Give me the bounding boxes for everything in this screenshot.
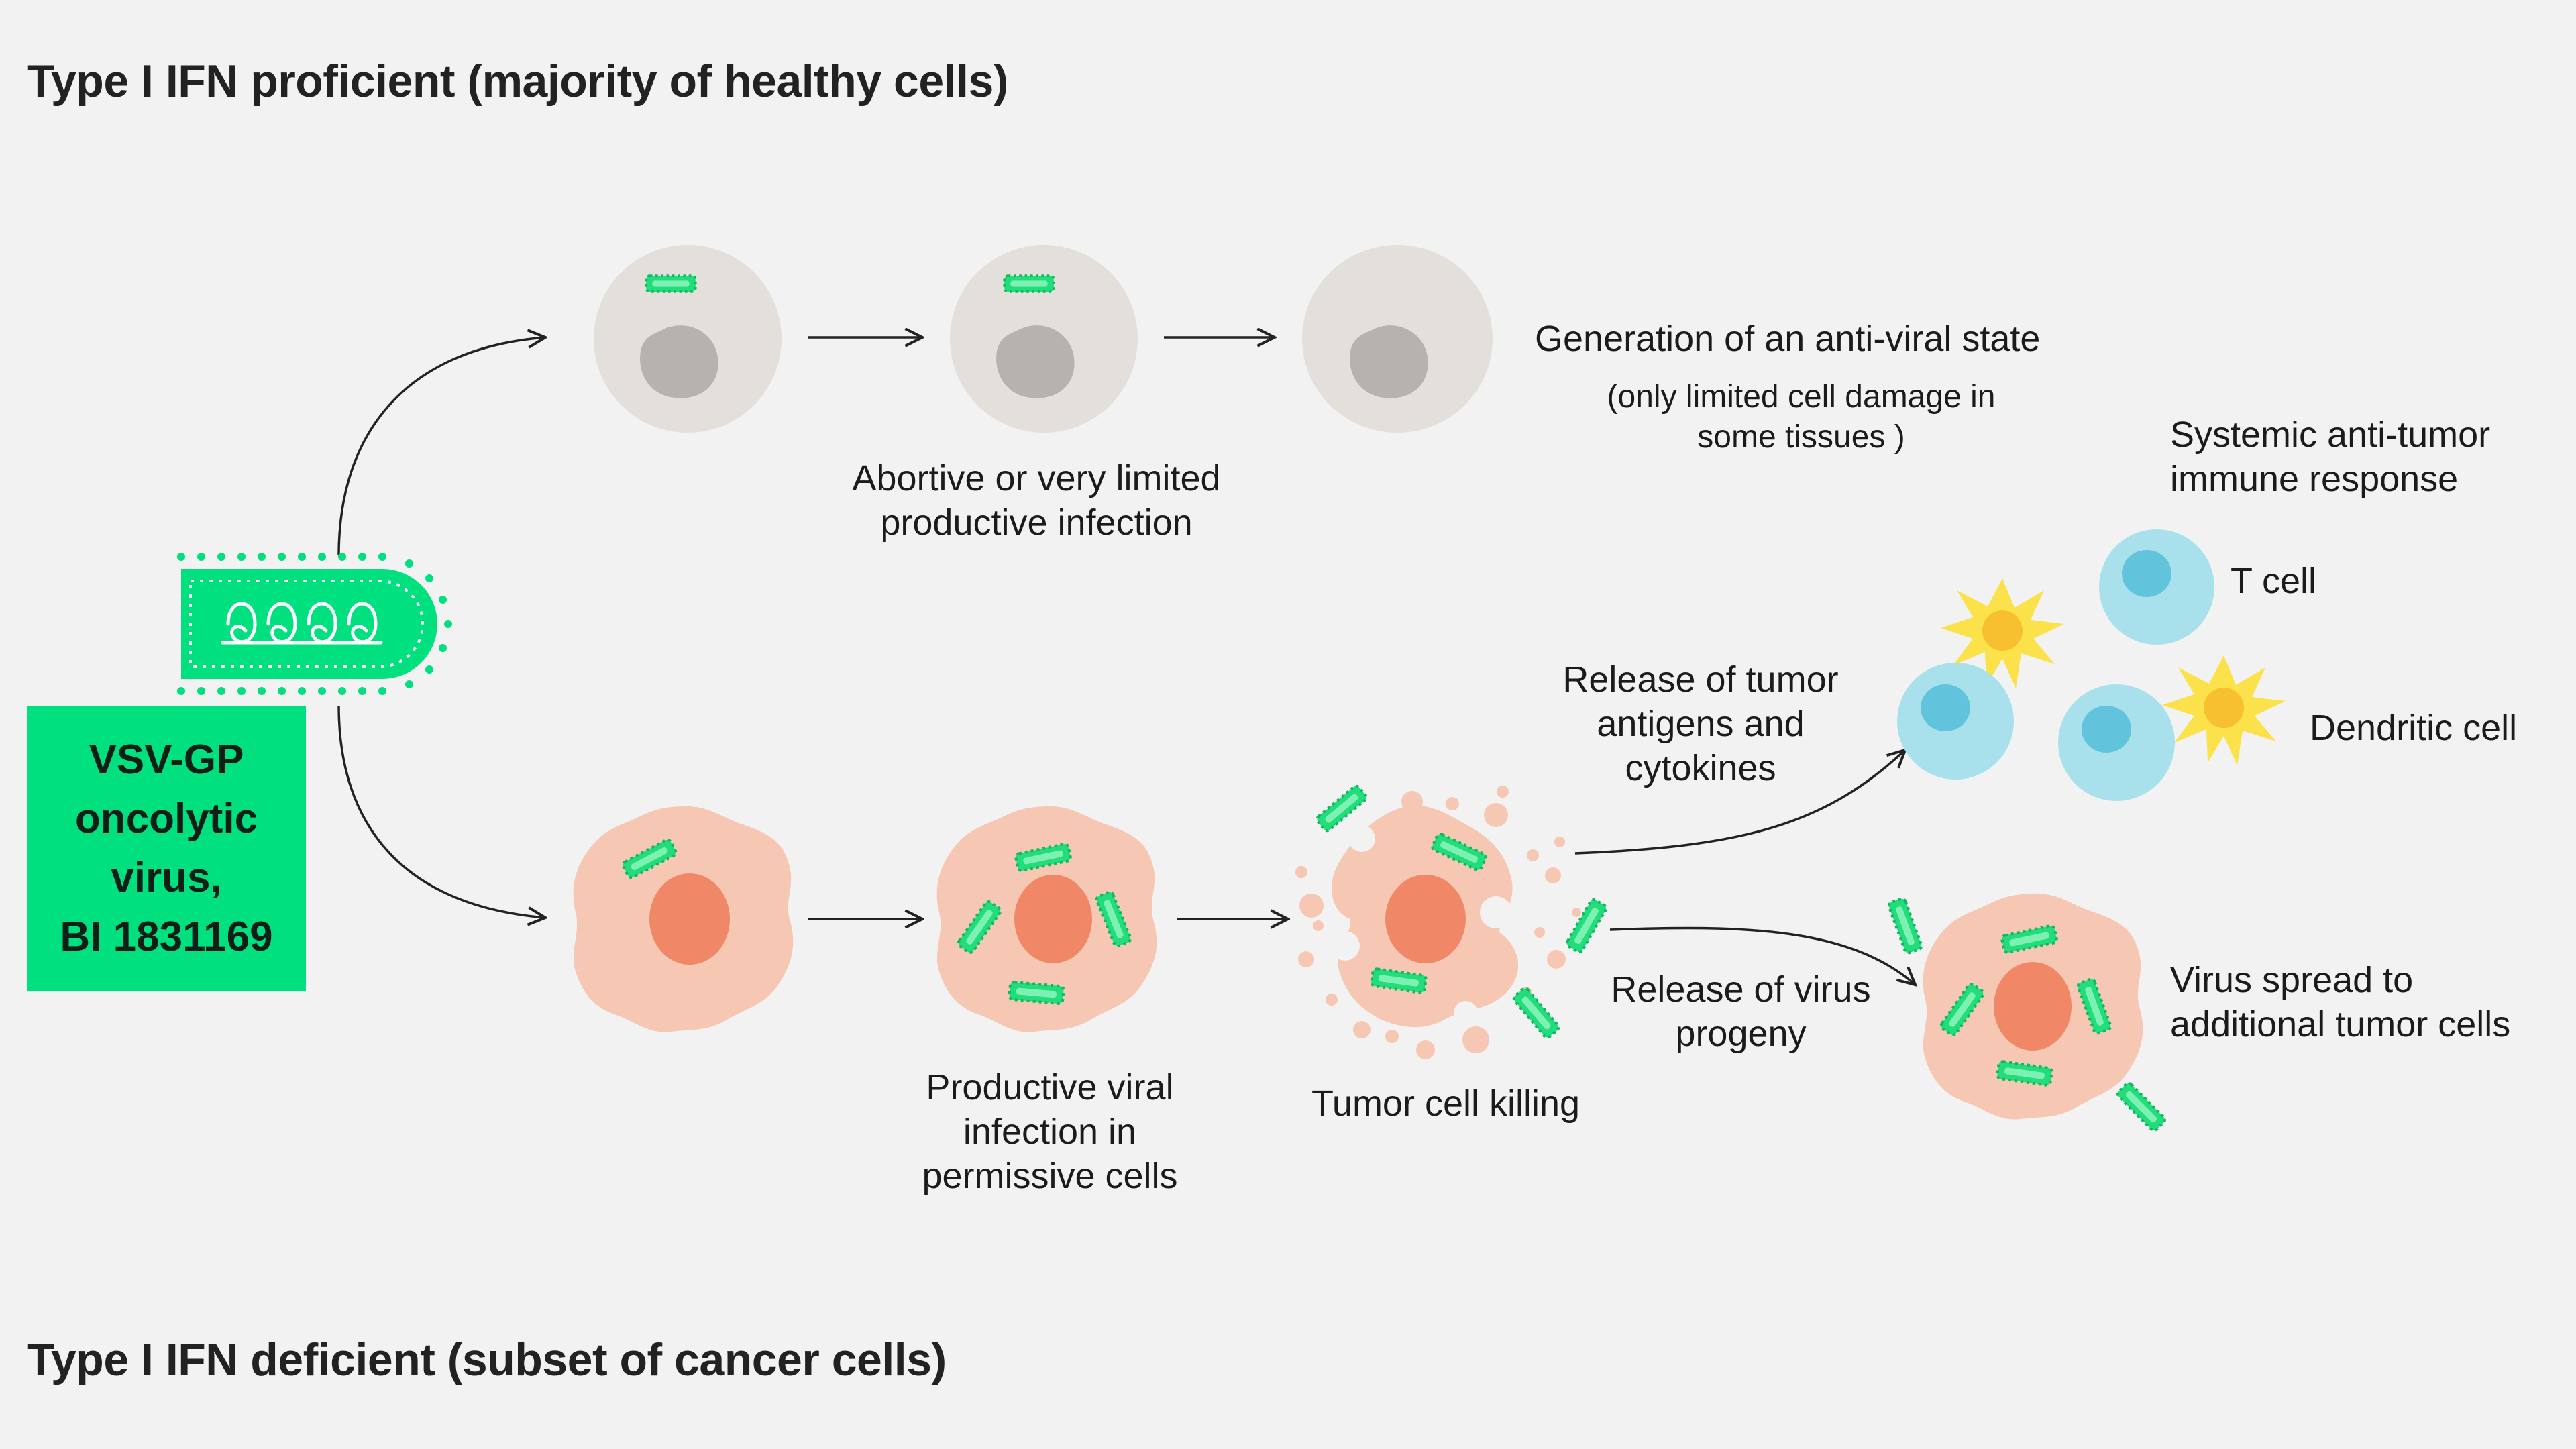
vsv-virus-icon xyxy=(177,553,452,695)
label-tumor-cell-killing: Tumor cell killing xyxy=(1311,1083,1580,1124)
tumor-cell-icon xyxy=(936,806,1157,1032)
t-cell-icon xyxy=(1897,663,2014,780)
dendritic-cell-icon xyxy=(2162,655,2286,765)
label-abortive-infection: Abortive or very limited productive infe… xyxy=(852,458,1221,543)
t-cell-icon xyxy=(2099,529,2214,645)
arrows xyxy=(337,337,1915,985)
label-systemic-immune-response: Systemic anti-tumor immune response xyxy=(2170,415,2491,499)
label-limited-cell-damage: (only limited cell damage in some tissue… xyxy=(1607,379,1996,455)
heading-ifn-proficient: Type I IFN proficient (majority of healt… xyxy=(27,56,1008,107)
dendritic-cell-icon xyxy=(1941,578,2064,688)
label-release-tumor-antigens: Release of tumor antigens and cytokines xyxy=(1562,659,1839,788)
vsv-gp-label-box: VSV-GP oncolytic virus, BI 1831169 xyxy=(27,706,306,991)
arrow-to-virus-spread xyxy=(1609,926,1915,985)
tumor-cell-icon xyxy=(573,806,794,1032)
label-release-virus-progeny: Release of virus progeny xyxy=(1611,969,1871,1054)
arrow-to-tumor-path xyxy=(337,705,545,918)
t-cell-icon xyxy=(2058,684,2175,801)
vsv-gp-label: VSV-GP oncolytic virus, BI 1831169 xyxy=(60,737,273,960)
label-antiviral-state: Generation of an anti-viral state xyxy=(1535,319,2041,359)
label-virus-spread: Virus spread to additional tumor cells xyxy=(2170,960,2511,1044)
arrow-to-healthy-path xyxy=(337,337,545,556)
label-dendritic-cell: Dendritic cell xyxy=(2310,708,2518,748)
lysing-tumor-cell-icon xyxy=(1295,783,1609,1059)
healthy-cell-icon xyxy=(950,245,1138,433)
arrow-to-immune-response xyxy=(1574,750,1905,855)
label-productive-infection: Productive viral infection in permissive… xyxy=(922,1067,1178,1196)
heading-ifn-deficient: Type I IFN deficient (subset of cancer c… xyxy=(27,1334,947,1385)
healthy-cell-icon xyxy=(594,245,782,433)
healthy-cell-icon xyxy=(1302,245,1493,433)
label-t-cell: T cell xyxy=(2231,561,2317,601)
infected-tumor-cell-icon xyxy=(1886,893,2166,1132)
